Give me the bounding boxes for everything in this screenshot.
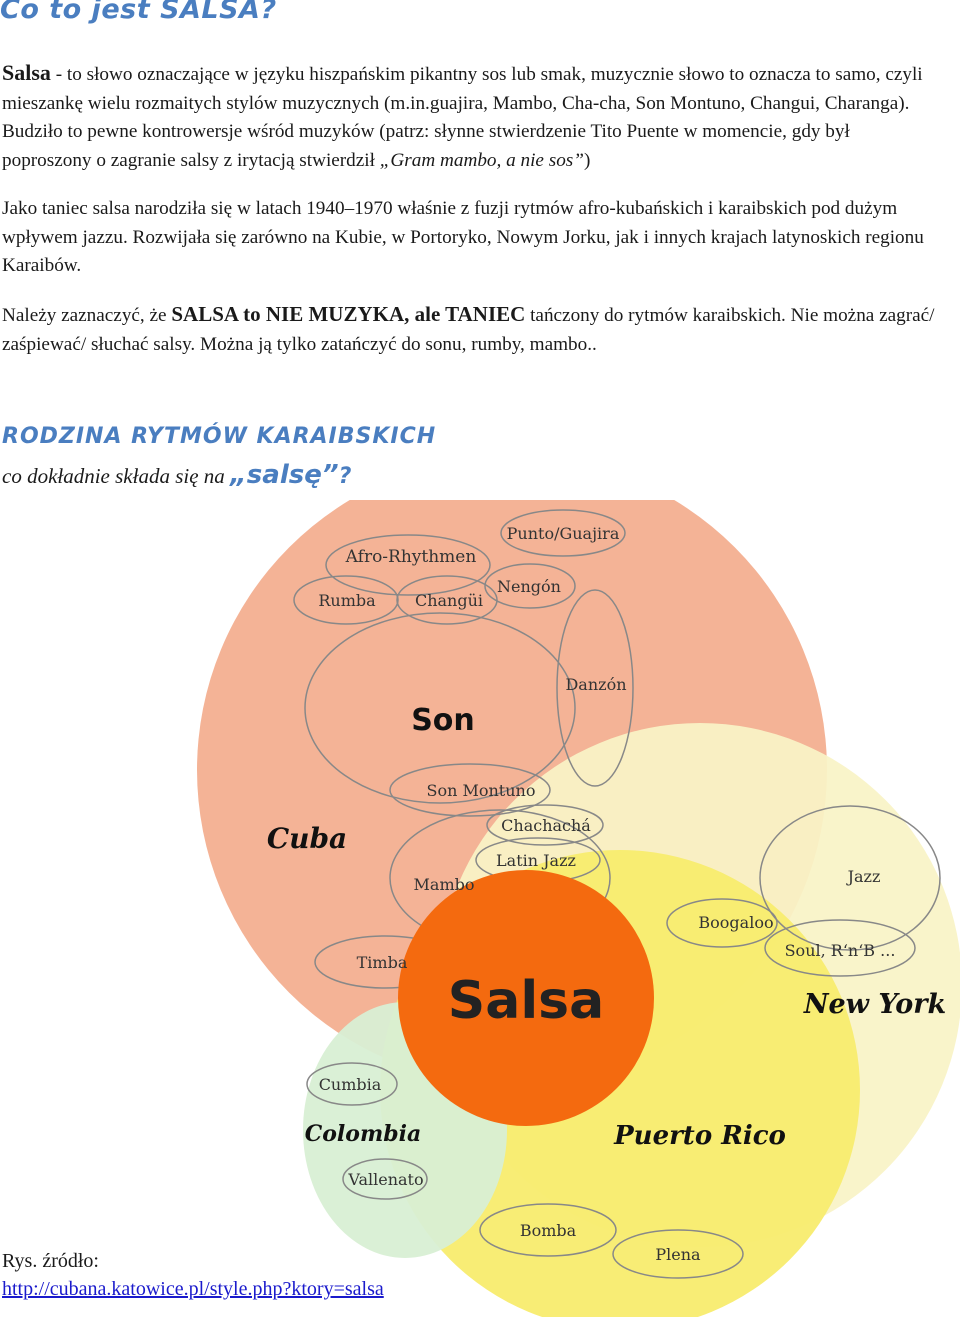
son-ellipse: [304, 612, 576, 804]
question-text: co dokładnie składa się na: [2, 464, 231, 488]
son-montuno-ellipse: [389, 763, 551, 817]
label-danzon: Danzón: [565, 675, 626, 694]
intro-text: - to słowo oznaczające w języku hiszpańs…: [2, 64, 923, 171]
label-soul-rnb: Soul, R‘n‘B ...: [785, 941, 896, 960]
soul-rnb-ellipse: [764, 919, 916, 977]
dance-note-emphasis: SALSA to NIE MUZYKA, ale TANIEC: [171, 302, 526, 326]
label-boogaloo: Boogaloo: [698, 913, 773, 932]
nengon-ellipse: [484, 563, 576, 609]
bomba-ellipse: [479, 1203, 617, 1257]
label-colombia: Colombia: [305, 1121, 422, 1147]
danzon-ellipse: [556, 589, 634, 787]
label-afro-rhythmen: Afro-Rhythmen: [345, 547, 477, 567]
punto-guajira-ellipse: [500, 509, 626, 557]
jazz-ellipse: [759, 805, 941, 951]
caption-label: Rys. źródło:: [2, 1250, 99, 1272]
dance-note-end: tańczony do rytmów karaibskich. Nie możn…: [2, 305, 935, 355]
source-link[interactable]: http://cubana.katowice.pl/style.php?ktor…: [2, 1278, 384, 1300]
label-changui: Changüi: [415, 591, 483, 610]
label-jazz: Jazz: [846, 867, 881, 886]
question-mark: ?: [338, 464, 352, 489]
dance-note-paragraph: Należy zaznaczyć, że SALSA to NIE MUZYKA…: [2, 300, 942, 359]
intro-paragraph: Salsa - to słowo oznaczające w języku hi…: [2, 59, 942, 175]
label-mambo: Mambo: [414, 875, 475, 894]
vallenato-ellipse: [342, 1158, 428, 1200]
rhythm-family-diagram: Afro-Rhythmen Rumba Changüi Punto/Guajir…: [197, 500, 960, 1317]
boogaloo-ellipse: [666, 898, 778, 948]
figure-caption: Rys. źródło: http://cubana.katowice.pl/s…: [2, 1247, 384, 1303]
chachacha-ellipse: [486, 804, 604, 846]
section-question: co dokładnie składa się na „salsę”?: [2, 460, 351, 490]
intro-text-end: ): [583, 149, 591, 171]
label-plena: Plena: [655, 1245, 701, 1264]
label-son: Son: [411, 703, 475, 738]
changui-ellipse: [396, 575, 498, 625]
cumbia-ellipse: [306, 1062, 398, 1106]
rumba-ellipse: [293, 575, 399, 625]
label-nengon: Nengón: [497, 577, 561, 596]
label-puerto-rico: Puerto Rico: [613, 1121, 786, 1151]
label-salsa: Salsa: [448, 971, 604, 1031]
label-new-york: New York: [803, 989, 946, 1020]
puente-quote: „Gram mambo, a nie sos”: [379, 149, 584, 171]
afro-rhythmen-ellipse: [325, 534, 491, 596]
salsa-lead-word: Salsa: [2, 60, 51, 85]
dance-note-start: Należy zaznaczyć, że: [2, 305, 172, 326]
label-bomba: Bomba: [520, 1221, 577, 1240]
section-heading: RODZINA RYTMÓW KARAIBSKICH: [2, 424, 437, 449]
page-title: Co to jest SALSA?: [0, 0, 277, 25]
label-rumba: Rumba: [318, 591, 376, 610]
label-cumbia: Cumbia: [319, 1075, 382, 1094]
label-latin-jazz: Latin Jazz: [496, 851, 576, 870]
label-punto-guajira: Punto/Guajira: [507, 524, 620, 543]
question-salse: „salsę”: [230, 460, 339, 490]
label-chachacha: Chachachá: [501, 816, 591, 835]
label-cuba: Cuba: [267, 822, 347, 855]
label-son-montuno: Son Montuno: [427, 781, 536, 800]
label-vallenato: Vallenato: [347, 1170, 423, 1189]
history-paragraph: Jako taniec salsa narodziła się w latach…: [2, 198, 924, 276]
label-timba: Timba: [357, 953, 408, 972]
salsa-circle: [398, 870, 654, 1126]
plena-ellipse: [612, 1229, 744, 1279]
